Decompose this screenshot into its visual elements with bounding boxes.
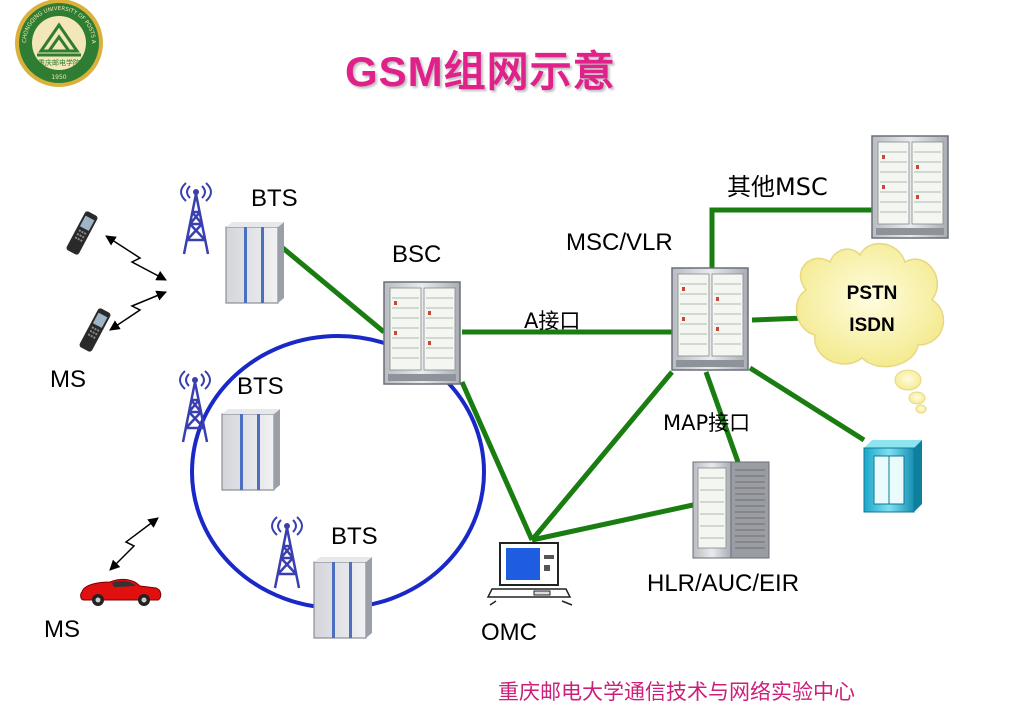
bts-cabinet-3 [313, 556, 373, 639]
link-msc-hlr [703, 371, 741, 463]
antenna-tower-icon-3 [270, 515, 304, 590]
label-map-interface: MAP接口 [663, 411, 751, 435]
link-omc-msc [530, 370, 674, 542]
bts-cabinet-2 [221, 408, 281, 491]
mobile-phone-icon-1 [65, 210, 99, 256]
link-bts-bsc [276, 242, 386, 334]
wireless-links [105, 235, 167, 571]
label-pstn: PSTN [846, 283, 898, 304]
label-bts-top: BTS [251, 185, 298, 212]
logo-year: 1950 [51, 74, 66, 81]
label-bts-mid: BTS [237, 373, 284, 400]
other-msc-cabinet [871, 135, 949, 239]
footer-institution: 重庆邮电大学通信技术与网络实验中心 [498, 680, 855, 704]
antenna-tower-icon-2 [178, 369, 212, 444]
label-omc: OMC [481, 619, 537, 646]
teal-equipment-cabinet [863, 440, 922, 513]
mobile-phone-icon-2 [78, 307, 112, 353]
label-bts-bottom: BTS [331, 523, 378, 550]
network-links [276, 207, 872, 543]
label-ms-top: MS [50, 366, 86, 393]
wireless-arrow-3 [109, 517, 159, 571]
bsc-cabinet [383, 281, 461, 385]
page-title: GSM组网示意 [345, 48, 616, 95]
university-logo: 重庆邮电学院 1950 CHONGQING UNIVERSITY OF POST… [15, 0, 103, 87]
label-a-interface: A接口 [524, 309, 581, 333]
link-msc-eir [748, 365, 866, 443]
pstn-isdn-cloud [795, 242, 945, 414]
link-msc-pstn [751, 315, 806, 323]
wireless-arrow-2 [109, 290, 167, 331]
label-msc-vlr: MSC/VLR [566, 229, 673, 256]
msc-vlr-cabinet [671, 267, 749, 371]
label-isdn: ISDN [849, 315, 895, 336]
label-bsc: BSC [392, 241, 442, 268]
link-msc-other [709, 207, 872, 268]
label-other-msc: 其他MSC [727, 173, 828, 201]
hlr-auc-eir-cabinet [692, 461, 770, 559]
logo-inner-text: 重庆邮电学院 [38, 58, 80, 67]
link-bsc-omc [459, 380, 535, 542]
antenna-tower-icon-1 [179, 181, 213, 256]
bts-cabinet-1 [225, 221, 285, 304]
wireless-arrow-1 [105, 235, 167, 281]
omc-computer-icon [486, 542, 573, 606]
link-omc-hlr [531, 502, 694, 543]
red-car-icon [80, 578, 162, 606]
label-ms-bottom: MS [44, 616, 80, 643]
label-hlr-auc-eir: HLR/AUC/EIR [647, 570, 800, 597]
